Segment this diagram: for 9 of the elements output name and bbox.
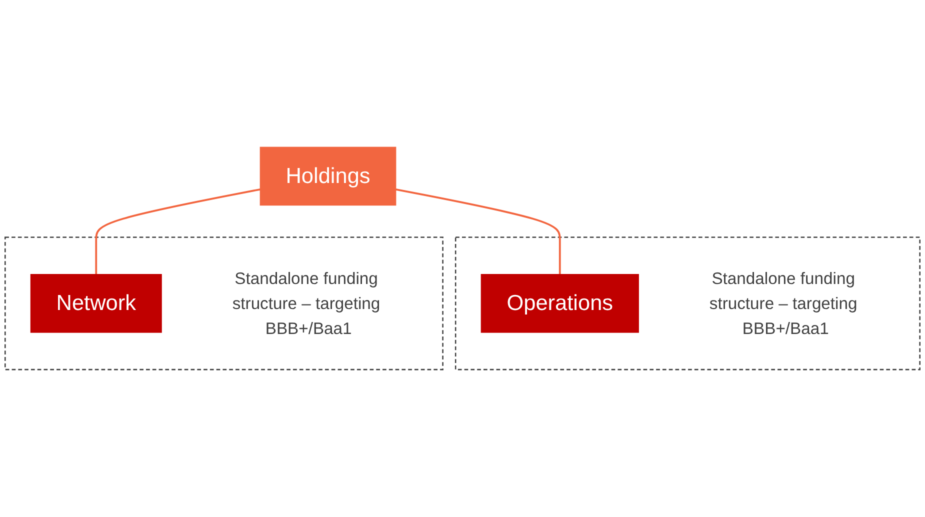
node-box: Holdings [260,146,396,206]
node-box: Operations [480,274,639,333]
connector [95,188,260,274]
cluster [454,236,920,370]
node-text: Standalone funding structure – targeting BBB+/Baa1 [232,268,380,338]
cluster [4,236,444,370]
node-text: Standalone funding structure – targeting BBB+/Baa1 [709,268,858,338]
connector [396,188,561,274]
node-box: Network [30,274,162,333]
